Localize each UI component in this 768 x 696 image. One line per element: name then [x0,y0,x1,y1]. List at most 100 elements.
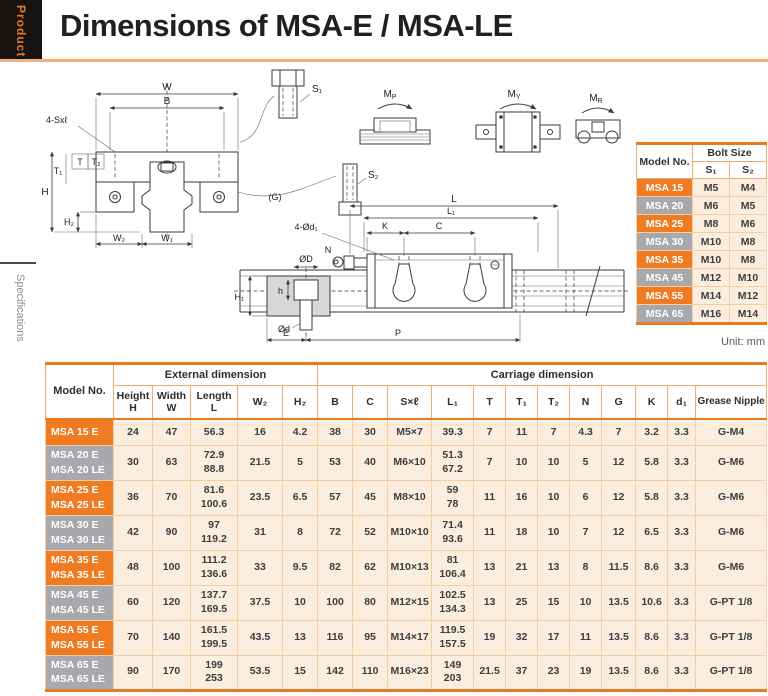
bolt-size-cell: M14 [729,304,767,324]
value-cell: 10 [537,444,571,481]
value-cell: 70 [152,479,191,516]
value-cell: 19 [473,619,507,656]
side-view-drawing: ØD h H₁ Ød E P [234,192,630,342]
value-cell: 110 [352,654,389,691]
dim-w-label: W [162,82,172,93]
product-tab: Product [0,0,42,62]
bolt-size-cell: M10 [692,232,730,251]
value-cell: 32 [505,619,539,656]
value-cell: 90 [113,654,153,691]
dim-h2-label: H₂ [64,217,74,227]
bolt-size-cell: M8 [729,232,767,251]
bolt-col-boltsize: Bolt Size [692,143,767,162]
dim-g-label: (G) [269,192,282,202]
col-l1: L₁ [431,385,475,420]
value-cell: 10 [537,479,571,516]
value-cell: G-M6 [695,479,768,516]
col-h2: H₂ [281,385,319,420]
value-cell: 3.3 [667,479,697,516]
col-t: T [473,385,507,420]
moment-mp-label: MP [383,89,396,101]
value-cell: G-PT 1/8 [695,584,768,621]
value-cell: G-M6 [695,514,768,551]
value-cell: 19 [569,654,603,691]
value-cell: 13 [281,619,319,656]
value-cell: M14×17 [387,619,433,656]
value-cell: 18 [505,514,539,551]
value-cell: 47 [152,418,191,446]
bolt-size-cell: M10 [692,250,730,269]
value-cell: 8.6 [635,619,669,656]
dim-h1-label: H₁ [234,292,244,302]
value-cell: 7 [473,444,507,481]
value-cell: 5.8 [635,479,669,516]
value-cell: 7 [569,514,603,551]
dim-b-label: B [164,96,171,107]
value-cell: 6.5 [635,514,669,551]
value-cell: 10 [505,444,539,481]
value-cell: 3.3 [667,444,697,481]
value-cell: 3.3 [667,514,697,551]
value-cell: 100 [317,584,354,621]
dim-d-label: Ød [278,324,290,334]
moment-my-label: MY [507,89,520,101]
value-cell: 6 [569,479,603,516]
bolt-model-cell: MSA 15 [636,178,693,197]
value-cell: 12 [601,514,637,551]
value-cell: G-M6 [695,549,768,586]
value-cell: 8.6 [635,549,669,586]
technical-drawing: W B 4-Sxℓ T T₂ T₁ H [41,69,630,342]
value-cell: 13.5 [601,619,637,656]
value-cell: 3.3 [667,549,697,586]
bolt-size-cell: M5 [692,178,730,197]
bolt-col-model: Model No. [636,143,693,179]
value-cell: 7 [473,418,507,446]
value-cell: 62 [352,549,389,586]
value-cell: 13.5 [601,584,637,621]
value-cell: 57 [317,479,354,516]
dim-dD-label: ØD [299,254,313,264]
value-cell: 140 [152,619,191,656]
value-cell: 70 [113,619,153,656]
bolt-size-cell: M5 [729,196,767,215]
value-cell: 37 [505,654,539,691]
value-cell: 8 [281,514,319,551]
value-cell: 23.5 [237,479,283,516]
bolt-size-cell: M16 [692,304,730,324]
value-cell: 8 [569,549,603,586]
value-cell: 5.8 [635,444,669,481]
value-cell: 37.5 [237,584,283,621]
dim-w1-label: W₁ [161,233,173,243]
value-cell: 10 [569,584,603,621]
dim-t2-label: T₂ [92,157,101,167]
dim-sxl-label: 4-Sxℓ [46,115,69,125]
value-cell: 90 [152,514,191,551]
col-w2: W₂ [237,385,283,420]
side-divider [0,262,36,264]
value-cell: 21 [505,549,539,586]
value-cell: 72 [317,514,354,551]
value-cell: 36 [113,479,153,516]
col-grease-nipple: Grease Nipple [695,385,768,420]
value-cell: 16 [237,418,283,446]
bolt-size-cell: M10 [729,268,767,287]
title-underline [0,59,768,62]
value-cell: 100 [152,549,191,586]
value-cell: 9.5 [281,549,319,586]
bolt-size-cell: M6 [692,196,730,215]
